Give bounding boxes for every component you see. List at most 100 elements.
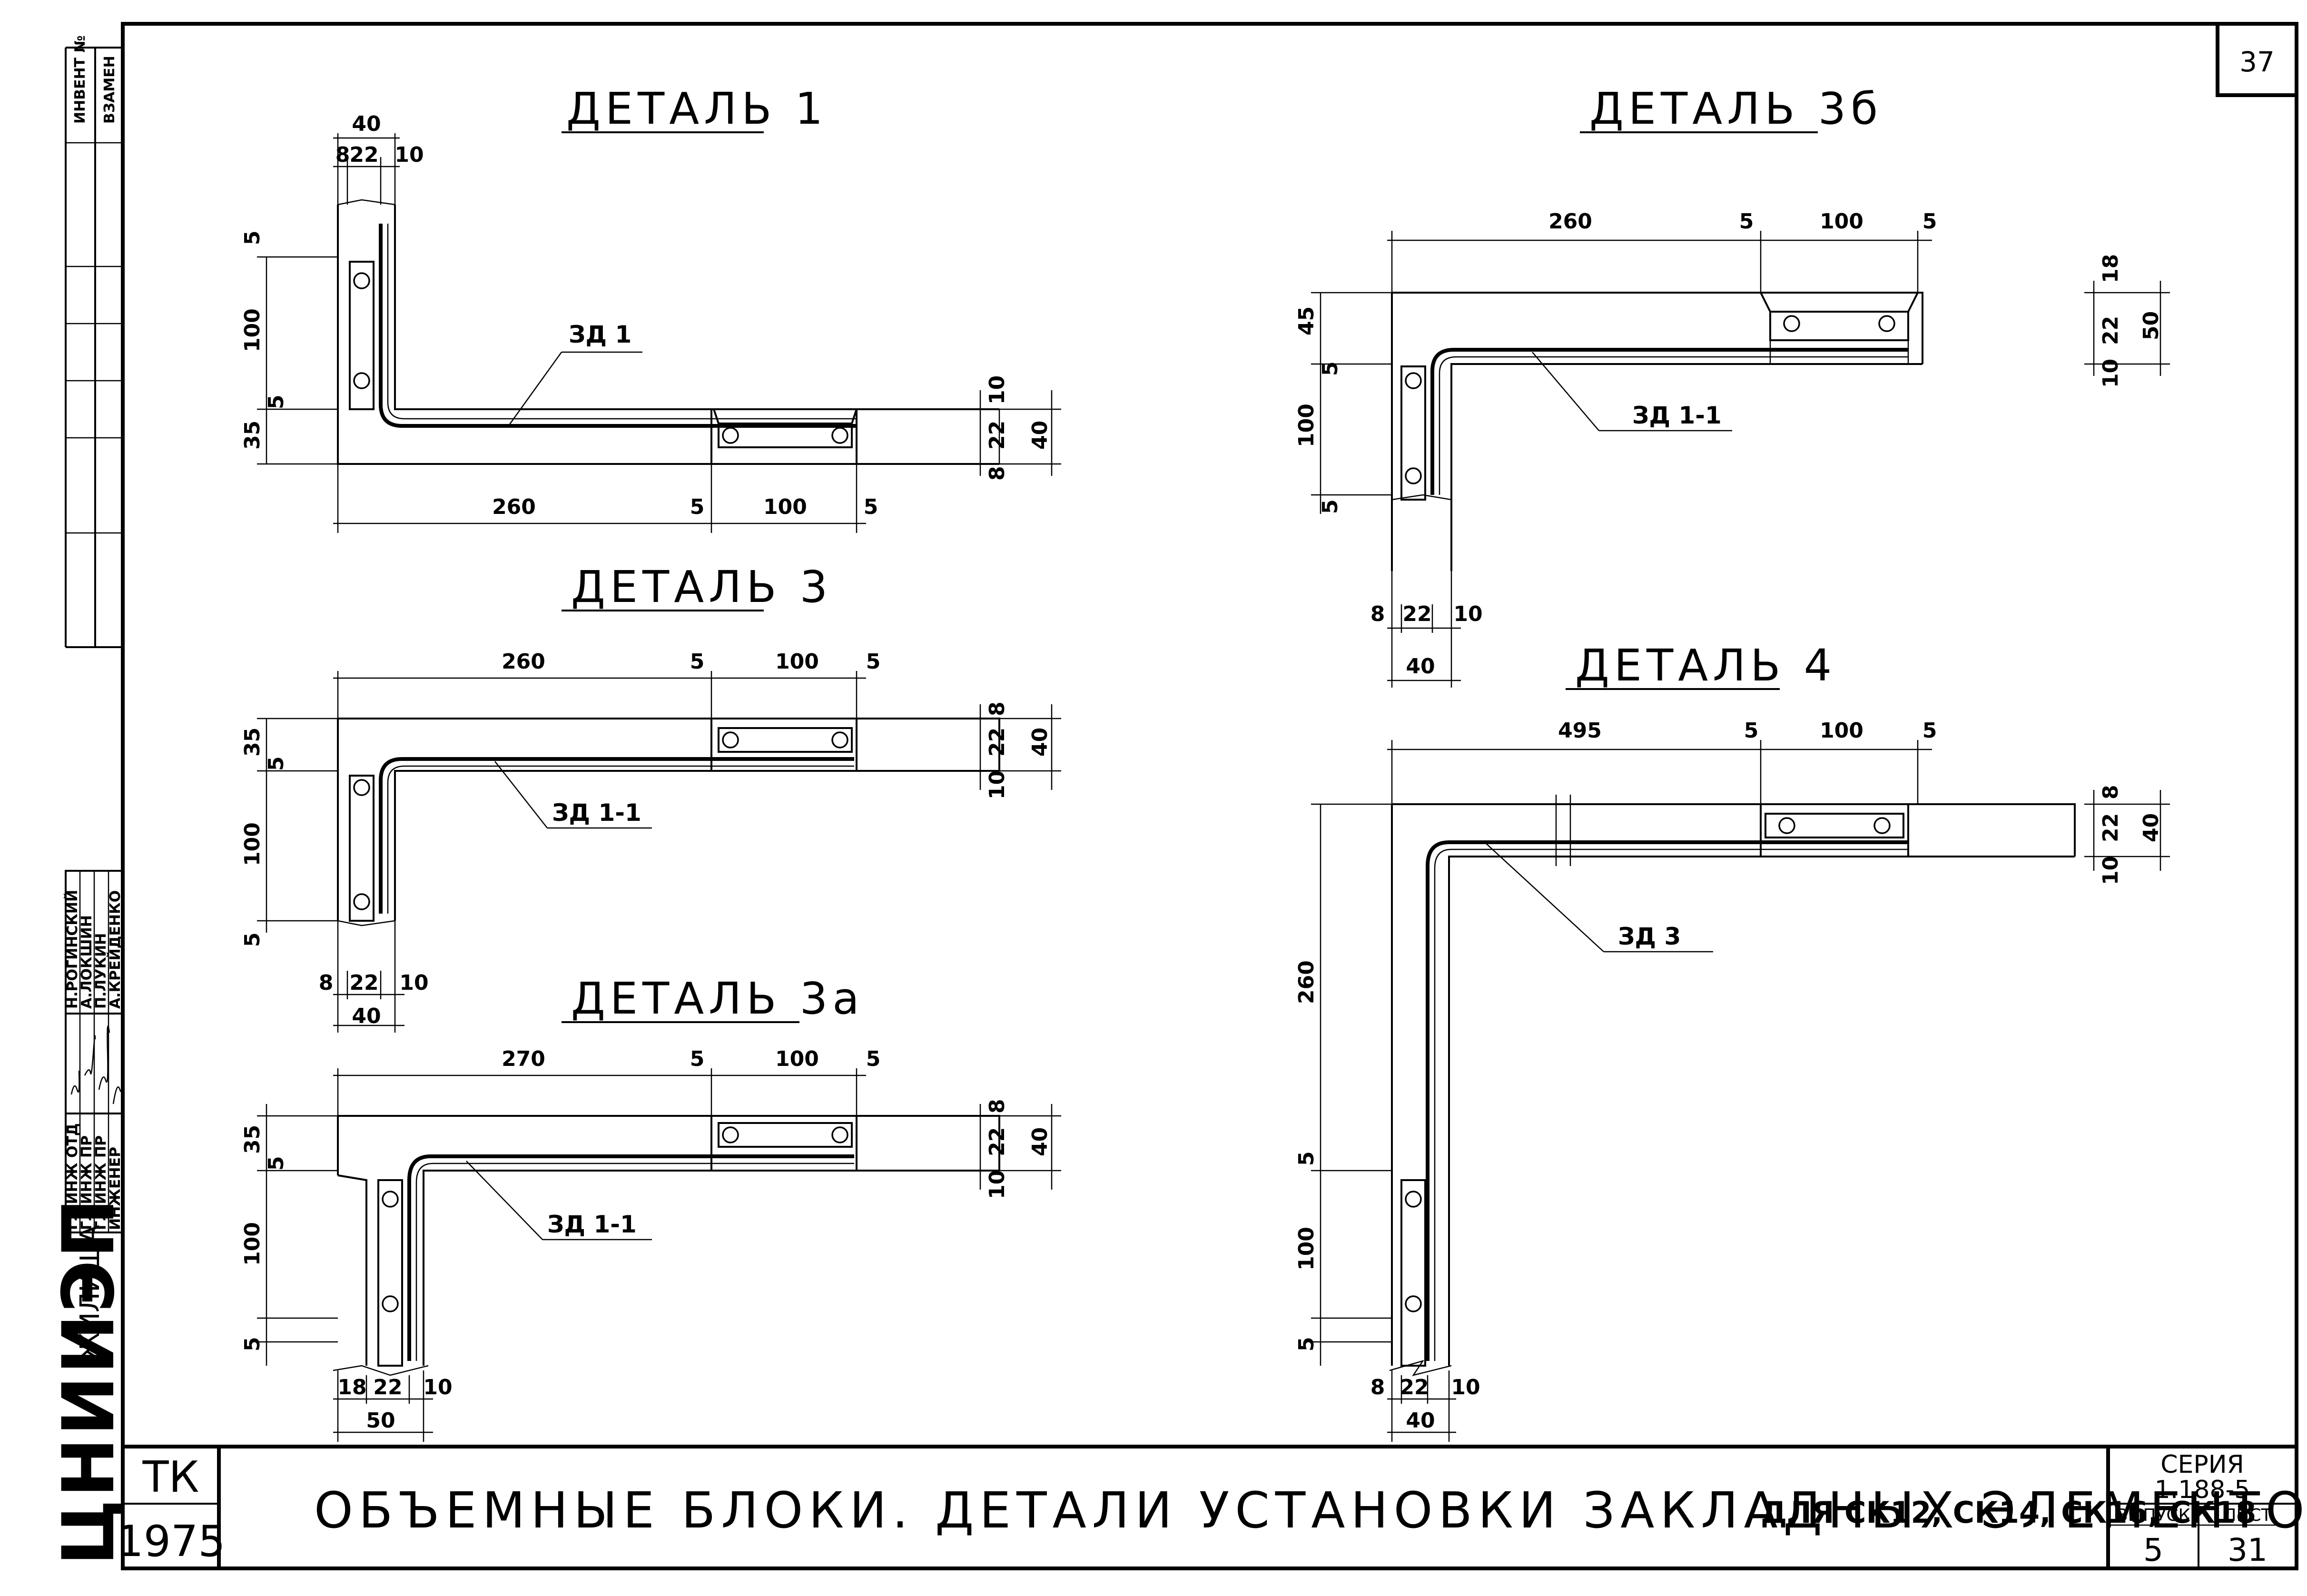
d1-dim-bottom-d: 5	[864, 495, 878, 519]
d4-dim-right-b: 22	[2099, 813, 2123, 842]
stamp-role-2: ГЛ ИНЖ ПР	[79, 1135, 95, 1230]
d3-dim-bottom-a: 8	[319, 971, 334, 995]
d3b-dim-bottom-a: 8	[1370, 602, 1385, 626]
d3-dim-left-a: 35	[240, 728, 265, 757]
d1-dim-top-total: 40	[352, 112, 381, 136]
d3a-dim-top-a: 270	[502, 1047, 545, 1071]
d3-dim-left-c: 100	[240, 822, 265, 866]
d3b-dim-right-total: 50	[2139, 311, 2163, 340]
d4-dim-top-c: 100	[1820, 719, 1863, 743]
d3b-dim-right-b: 22	[2099, 316, 2123, 345]
d3a-dim-bottom-c: 10	[423, 1375, 452, 1399]
title-block: ТК 1975 ОБЪЕМНЫЕ БЛОКИ. ДЕТАЛИ УСТАНОВКИ…	[116, 1447, 2307, 1568]
signature-marks	[70, 1025, 125, 1104]
d3-dim-left-b: 5	[264, 756, 288, 771]
title-code: ТК	[142, 1452, 199, 1502]
d3-dim-top-b: 5	[690, 650, 705, 674]
d4-dim-right-a: 8	[2099, 785, 2123, 799]
d3-dim-top-a: 260	[502, 650, 545, 674]
title-year: 1975	[116, 1517, 225, 1566]
d3-dim-bottom-b: 22	[349, 971, 378, 995]
d3-dim-left-d: 5	[240, 932, 265, 947]
series-label: СЕРИЯ	[2160, 1450, 2244, 1479]
detail-3-title: ДЕТАЛЬ 3	[571, 562, 832, 612]
d4-dim-right-c: 10	[2099, 856, 2123, 885]
d1-dim-bottom-a: 260	[492, 495, 536, 519]
d4-dim-top-b: 5	[1744, 719, 1759, 743]
d4-dim-right-total: 40	[2139, 813, 2163, 842]
d3b-dim-bottom-c: 10	[1453, 602, 1482, 626]
d1-dim-right-c: 8	[985, 466, 1009, 481]
d3-dim-right-b: 22	[985, 728, 1009, 757]
left-stamp: ИНВЕНТ № ВЗАМЕН Н.РОГИНСКИЙ А.ЛОКШИН П.Л…	[48, 35, 130, 1566]
d3b-dim-left-d: 5	[1318, 499, 1342, 514]
d3b-dim-bottom-b: 22	[1402, 602, 1431, 626]
d1-dim-top-b: 22	[349, 143, 378, 167]
d4-dim-top-a: 495	[1558, 719, 1602, 743]
d1-dim-right-b: 22	[985, 421, 1009, 450]
d3a-dim-bottom-a: 18	[337, 1375, 366, 1399]
d3a-dim-left-c: 100	[240, 1222, 265, 1266]
sheet-frame: 37	[121, 22, 2298, 1570]
d1-dim-right-total: 40	[1028, 421, 1052, 450]
d3-dim-right-a: 8	[985, 701, 1009, 716]
d3a-dim-left-b: 5	[264, 1156, 288, 1171]
d3a-dim-right-c: 10	[985, 1170, 1009, 1199]
sheet-title: ОБЪЕМНЫЕ БЛОКИ. ДЕТАЛИ УСТАНОВКИ ЗАКЛАДН…	[314, 1481, 2307, 1539]
detail-3a-title: ДЕТАЛЬ 3а	[571, 973, 864, 1024]
stamp-role-3: ГЛ ИНЖ ПР	[93, 1135, 109, 1230]
d3a-dim-left-d: 5	[240, 1337, 265, 1351]
d3b-dim-top-d: 5	[1922, 209, 1937, 234]
d1-dim-left-d: 35	[240, 421, 265, 450]
stamp-name-1: Н.РОГИНСКИЙ	[64, 890, 81, 1009]
d4-dim-top-d: 5	[1922, 719, 1937, 743]
detail-3a: ДЕТАЛЬ 3а ЗД 1-1 270 5 100 5 35 5	[240, 973, 1061, 1442]
detail-1-tag: ЗД 1	[569, 321, 631, 348]
stamp-col2-label: ВЗАМЕН	[101, 56, 118, 124]
stamp-role-1: ГЛ ИНЖ ОТД	[64, 1123, 81, 1230]
stamp-name-2: А.ЛОКШИН	[79, 915, 95, 1009]
detail-1: ДЕТАЛЬ 1 ЗД 1 40 8 22 10	[240, 83, 1061, 533]
d4-dim-left-c: 100	[1294, 1227, 1319, 1271]
detail-3-tag: ЗД 1-1	[552, 799, 641, 827]
d3b-dim-top-b: 5	[1739, 209, 1754, 234]
d3a-dim-top-c: 100	[775, 1047, 819, 1071]
d1-dim-bottom-b: 5	[690, 495, 705, 519]
sheet-number: 37	[2239, 46, 2275, 78]
d4-dim-left-d: 5	[1294, 1337, 1319, 1351]
d1-dim-left-b: 100	[240, 308, 265, 352]
d3-dim-bottom-c: 10	[399, 971, 428, 995]
d3b-dim-top-a: 260	[1548, 209, 1592, 234]
sheet-value: 31	[2228, 1532, 2268, 1568]
d1-dim-left-a: 5	[240, 230, 265, 245]
detail-4-tag: ЗД 3	[1618, 923, 1681, 950]
stamp-col1-label: ИНВЕНТ №	[72, 35, 89, 124]
sheet-label: ЛИСТ	[2223, 1506, 2272, 1525]
detail-1-title: ДЕТАЛЬ 1	[566, 83, 828, 134]
stamp-name-4: А.КРЕЙДЕНКО	[107, 890, 124, 1009]
detail-3b-tag: ЗД 1-1	[1632, 402, 1722, 429]
d1-dim-top-a: 8	[335, 143, 350, 167]
d3b-dim-right-c: 10	[2099, 359, 2123, 388]
d3a-dim-top-b: 5	[690, 1047, 705, 1071]
detail-4-title: ДЕТАЛЬ 4	[1575, 640, 1836, 691]
org-logo: ЦНИИЭП	[48, 1197, 130, 1566]
d3a-dim-bottom-b: 22	[373, 1375, 402, 1399]
detail-3b-title: ДЕТАЛЬ 3б	[1589, 83, 1883, 134]
d3a-dim-right-total: 40	[1028, 1127, 1052, 1156]
d4-dim-bottom-c: 10	[1451, 1375, 1480, 1399]
d3-dim-right-c: 10	[985, 770, 1009, 799]
d3-dim-top-c: 100	[775, 650, 819, 674]
d3b-dim-right-a: 18	[2099, 254, 2123, 283]
d3a-dim-right-b: 22	[985, 1127, 1009, 1156]
d3a-dim-bottom-total: 50	[366, 1409, 395, 1433]
issue-value: 5	[2143, 1532, 2163, 1568]
d4-dim-bottom-total: 40	[1406, 1409, 1435, 1433]
d3-dim-bottom-total: 40	[352, 1004, 381, 1028]
d3-dim-top-d: 5	[866, 650, 881, 674]
d4-dim-left-a: 260	[1294, 960, 1319, 1004]
org-suffix: ЖИЛИЩА	[75, 1225, 106, 1361]
d3-dim-right-total: 40	[1028, 728, 1052, 757]
d1-dim-top-c: 10	[394, 143, 424, 167]
